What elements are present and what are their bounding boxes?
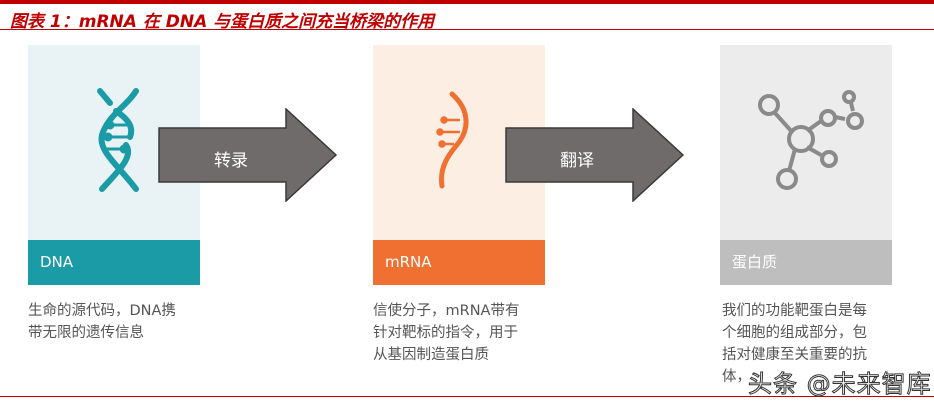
rna-strand-icon bbox=[436, 91, 469, 189]
mrna-description: 信使分子，mRNA带有 针对靶标的指令，用于 从基因制造蛋白质 bbox=[373, 300, 558, 366]
desc-line: 括对健康至关重要的抗 bbox=[722, 347, 867, 363]
protein-description: 我们的功能靶蛋白是每 个细胞的组成部分，包 括对健康至关重要的抗 体， bbox=[722, 300, 907, 388]
desc-line: 信使分子，mRNA带有 bbox=[373, 303, 520, 319]
transcription-arrow-icon bbox=[158, 108, 338, 202]
bottom-rule bbox=[0, 396, 934, 397]
molecule-icon bbox=[758, 90, 864, 190]
protein-panel bbox=[720, 45, 892, 240]
desc-line: 针对靶标的指令，用于 bbox=[373, 325, 518, 341]
dna-description: 生命的源代码，DNA携 带无限的遗传信息 bbox=[28, 300, 213, 344]
transcription-label: 转录 bbox=[214, 151, 248, 171]
top-rule bbox=[0, 0, 934, 4]
title-rule bbox=[0, 29, 934, 30]
desc-line: 体， bbox=[722, 369, 751, 385]
desc-line: 我们的功能靶蛋白是每 bbox=[722, 303, 867, 319]
protein-label-bar: 蛋白质 bbox=[720, 240, 892, 285]
desc-line: 生命的源代码，DNA携 bbox=[28, 303, 176, 319]
dna-label-bar: DNA bbox=[28, 240, 200, 285]
desc-line: 个细胞的组成部分，包 bbox=[722, 325, 867, 341]
figure-title: 图表 1：mRNA 在 DNA 与蛋白质之间充当桥梁的作用 bbox=[10, 12, 435, 32]
watermark: 头条 @未来智库 bbox=[748, 370, 932, 399]
translation-arrow-icon bbox=[505, 108, 685, 202]
translation-label: 翻译 bbox=[560, 151, 594, 171]
desc-line: 带无限的遗传信息 bbox=[28, 325, 144, 341]
desc-line: 从基因制造蛋白质 bbox=[373, 347, 489, 363]
dna-helix-icon bbox=[97, 88, 139, 192]
mrna-label-bar: mRNA bbox=[373, 240, 545, 285]
